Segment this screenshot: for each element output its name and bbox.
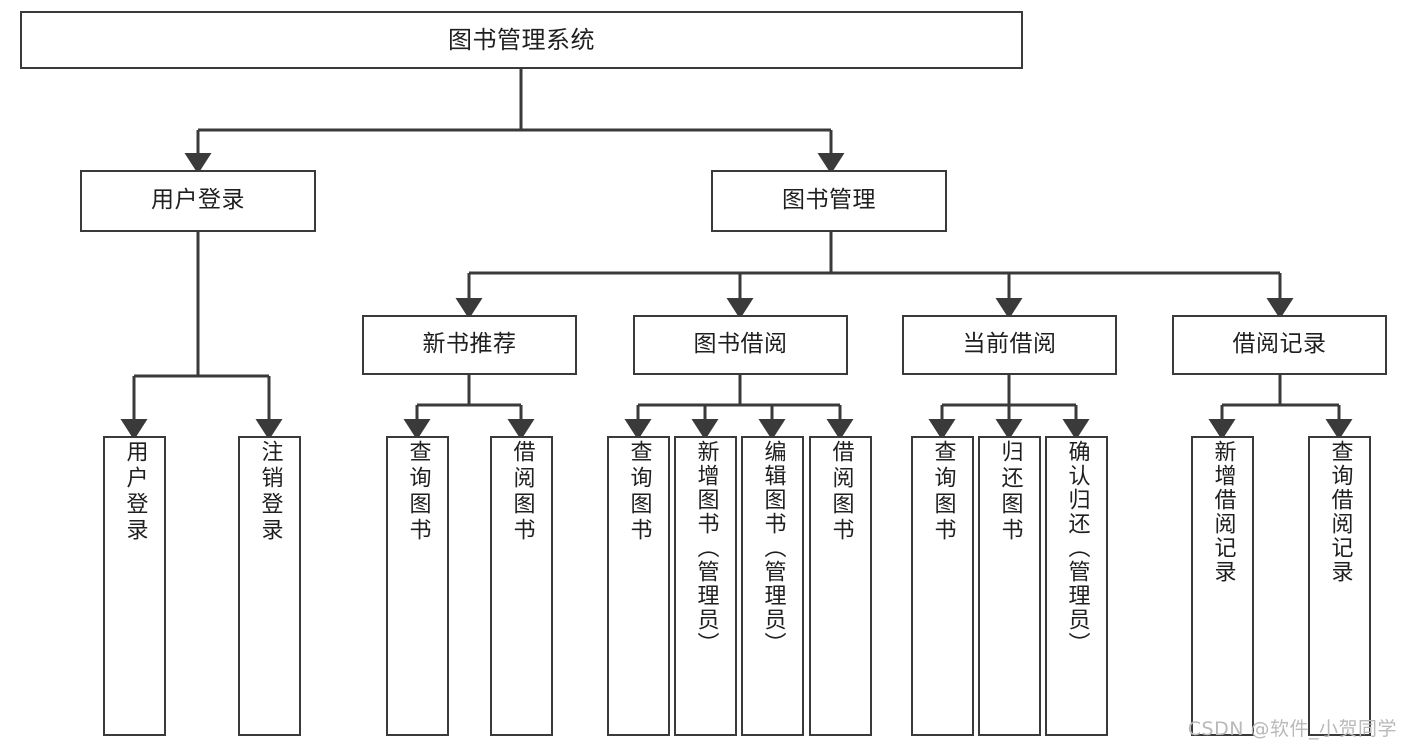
node-new-book-recommend[interactable]: 新书推荐: [362, 315, 577, 375]
leaf-current-borrow-confirm-return[interactable]: 确认归还（管理员）: [1045, 436, 1108, 736]
node-label: 编辑图书（管理员）: [760, 440, 786, 656]
leaf-user-login-logout[interactable]: 注销登录: [238, 436, 301, 736]
leaf-current-borrow-query[interactable]: 查询图书: [911, 436, 974, 736]
node-book-management[interactable]: 图书管理: [711, 170, 947, 232]
node-label: 借阅图书: [509, 440, 535, 544]
node-label: 查询图书: [405, 440, 431, 544]
node-label: 当前借阅: [962, 331, 1057, 358]
node-label: 注销登录: [257, 440, 283, 544]
node-label: 查询图书: [930, 440, 956, 544]
csdn-watermark: CSDN @软件_小贺同学: [1187, 718, 1397, 740]
node-label: 用户登录: [122, 440, 148, 544]
node-label: 新书推荐: [422, 331, 517, 358]
leaf-new-book-query[interactable]: 查询图书: [386, 436, 449, 736]
node-label: 新增图书（管理员）: [693, 440, 719, 656]
node-label: 图书管理: [782, 187, 876, 214]
node-borrow-record[interactable]: 借阅记录: [1172, 315, 1387, 375]
leaf-book-borrow-add[interactable]: 新增图书（管理员）: [674, 436, 737, 736]
node-label: 图书管理系统: [448, 25, 595, 54]
leaf-book-borrow-borrow[interactable]: 借阅图书: [809, 436, 872, 736]
node-current-borrow[interactable]: 当前借阅: [902, 315, 1117, 375]
node-label: 新增借阅记录: [1210, 440, 1236, 584]
node-book-borrow[interactable]: 图书借阅: [633, 315, 848, 375]
node-label: 借阅图书: [828, 440, 854, 544]
node-label: 确认归还（管理员）: [1064, 440, 1090, 656]
node-user-login[interactable]: 用户登录: [80, 170, 316, 232]
leaf-book-borrow-query[interactable]: 查询图书: [607, 436, 670, 736]
leaf-borrow-record-add[interactable]: 新增借阅记录: [1191, 436, 1254, 736]
node-label: 查询图书: [626, 440, 652, 544]
node-root-system[interactable]: 图书管理系统: [20, 11, 1023, 69]
leaf-current-borrow-return[interactable]: 归还图书: [978, 436, 1041, 736]
leaf-borrow-record-query[interactable]: 查询借阅记录: [1308, 436, 1371, 736]
node-label: 借阅记录: [1232, 331, 1327, 358]
node-label: 图书借阅: [693, 331, 788, 358]
node-label: 查询借阅记录: [1327, 440, 1353, 584]
node-label: 用户登录: [151, 187, 245, 214]
leaf-book-borrow-edit[interactable]: 编辑图书（管理员）: [741, 436, 804, 736]
leaf-user-login-login[interactable]: 用户登录: [103, 436, 166, 736]
leaf-new-book-borrow[interactable]: 借阅图书: [490, 436, 553, 736]
node-label: 归还图书: [997, 440, 1023, 544]
